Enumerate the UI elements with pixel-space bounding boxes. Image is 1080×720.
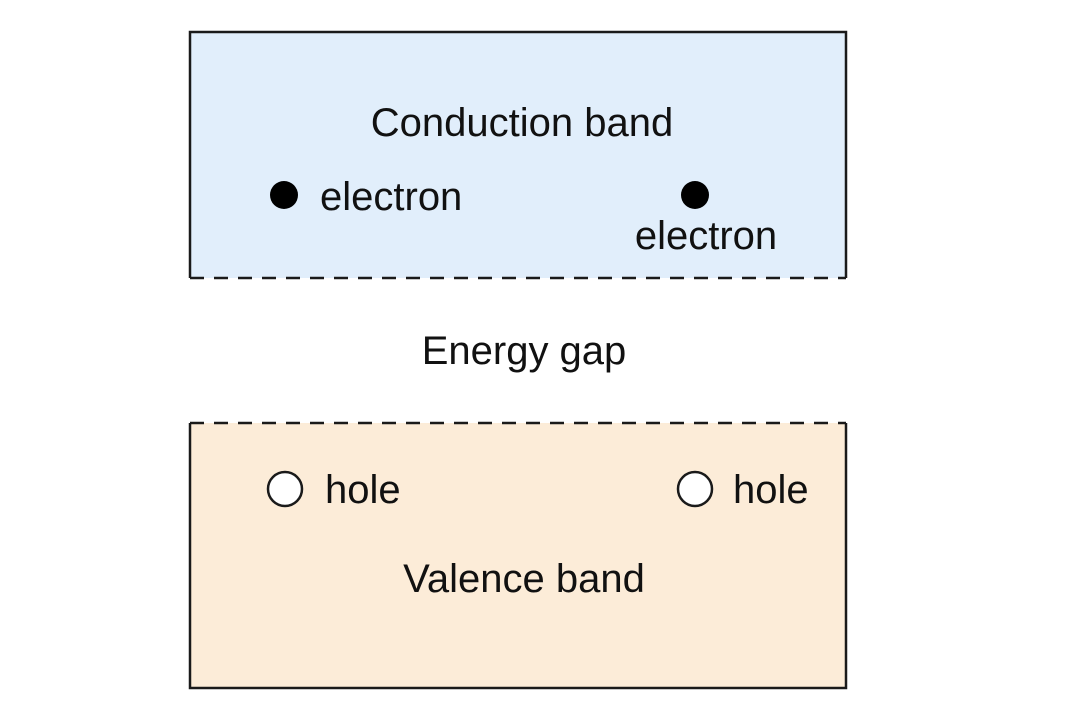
energy-gap-label: Energy gap: [422, 329, 627, 373]
valence-band: hole hole Valence band: [188, 421, 848, 690]
valence-band-outline: [188, 423, 848, 690]
electron-label: electron: [635, 214, 777, 258]
electron-1: electron: [270, 175, 462, 219]
electron-dot-icon: [681, 181, 709, 209]
hole-circle-icon: [266, 470, 304, 508]
hole-label: hole: [733, 468, 809, 512]
electron-label: electron: [320, 175, 462, 219]
valence-band-fill: [190, 423, 846, 688]
electron-dot-icon: [270, 181, 298, 209]
conduction-band-fill: [190, 32, 846, 278]
hole-1: hole: [266, 468, 401, 512]
conduction-band-outline: [188, 30, 848, 278]
hole-2: hole: [676, 468, 809, 512]
conduction-band: Conduction band electron electron: [188, 30, 848, 280]
conduction-band-title: Conduction band: [371, 101, 673, 145]
valence-band-title: Valence band: [403, 557, 645, 601]
hole-label: hole: [325, 468, 401, 512]
hole-circle-icon: [676, 470, 714, 508]
electron-2: electron: [635, 181, 777, 258]
